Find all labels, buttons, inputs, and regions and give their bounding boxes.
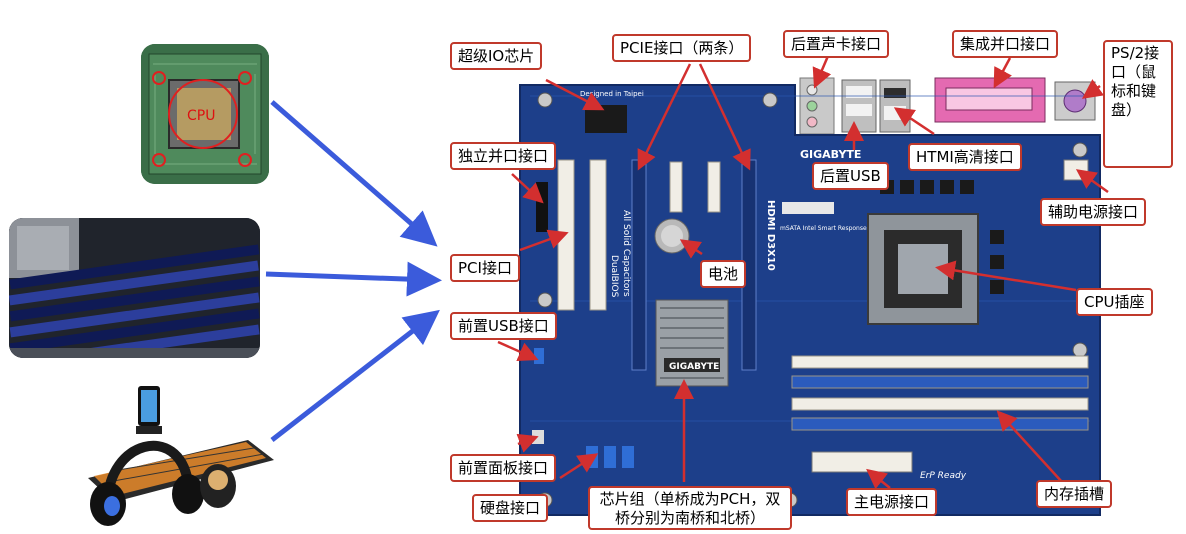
memory-slots-photo <box>9 218 260 358</box>
super-io-chip <box>585 105 627 133</box>
label-pcie: PCIE接口（两条） <box>612 34 752 62</box>
gigabyte-logo: GIGABYTE <box>800 148 861 161</box>
label-battery: 电池 <box>700 260 747 288</box>
peripherals-photo <box>78 382 278 530</box>
cpu-socket-photo: CPU <box>141 44 269 184</box>
ram-slots-image-icon <box>9 218 260 358</box>
pci-slot-2 <box>589 159 607 311</box>
label-aux-power: 辅助电源接口 <box>1040 198 1147 226</box>
pcie-x1-slot-1 <box>669 161 683 213</box>
label-integrated-parallel: 集成并口接口 <box>952 30 1059 58</box>
label-front-panel: 前置面板接口 <box>450 454 557 482</box>
dimm-slot-4 <box>791 417 1089 431</box>
chipset-heatsink <box>655 299 729 387</box>
heatsink-brand-text: GIGABYTE <box>669 362 719 372</box>
keyboard-mouse-headset-image-icon <box>88 386 274 526</box>
label-memory-slots: 内存插槽 <box>1036 480 1113 508</box>
label-cpu-socket: CPU插座 <box>1076 288 1153 316</box>
sata-port-2 <box>604 446 616 468</box>
dualbios-text: DualBIOS <box>609 255 619 298</box>
front-usb-header <box>534 348 544 364</box>
designed-in-text: Designed in Taipei <box>580 90 644 98</box>
label-rear-audio: 后置声卡接口 <box>783 30 890 58</box>
label-hdd: 硬盘接口 <box>472 494 549 522</box>
cpu-handwritten-text: CPU <box>187 108 215 124</box>
dimm-slot-3 <box>791 397 1089 411</box>
cpu-socket-image-icon: CPU <box>141 44 269 184</box>
msata-text: mSATA Intel Smart Response Technology <box>780 225 903 232</box>
model-text: HDMI D3X10 <box>765 200 776 271</box>
erp-ready-text: ErP Ready <box>920 471 967 481</box>
label-super-io: 超级IO芯片 <box>450 42 543 70</box>
label-chipset: 芯片组（单桥成为PCH，双桥分别为南桥和北桥） <box>588 486 792 530</box>
label-pci: PCI接口 <box>450 254 520 282</box>
dimm-slot-2 <box>791 375 1089 389</box>
main-power-connector <box>811 451 913 473</box>
pcie-slot-1 <box>631 159 647 371</box>
dimm-slot-1 <box>791 355 1089 369</box>
aux-power-connector <box>1063 159 1089 181</box>
label-hdmi: HTMI高清接口 <box>908 143 1022 171</box>
label-ps2: PS/2接口（鼠标和键盘） <box>1103 40 1173 168</box>
pcie-x1-slot-2 <box>707 161 721 213</box>
label-front-usb: 前置USB接口 <box>450 312 557 340</box>
label-rear-usb: 后置USB <box>812 162 889 190</box>
front-panel-header <box>532 430 544 444</box>
all-solid-caps-text: All Solid Capacitors <box>621 210 631 297</box>
label-main-power: 主电源接口 <box>846 488 938 516</box>
parallel-header <box>536 182 548 232</box>
msata-slot <box>782 202 834 214</box>
label-standalone-parallel: 独立并口接口 <box>450 142 557 170</box>
pci-slot-1 <box>557 159 575 311</box>
sata-port-1 <box>586 446 598 468</box>
sata-port-3 <box>622 446 634 468</box>
